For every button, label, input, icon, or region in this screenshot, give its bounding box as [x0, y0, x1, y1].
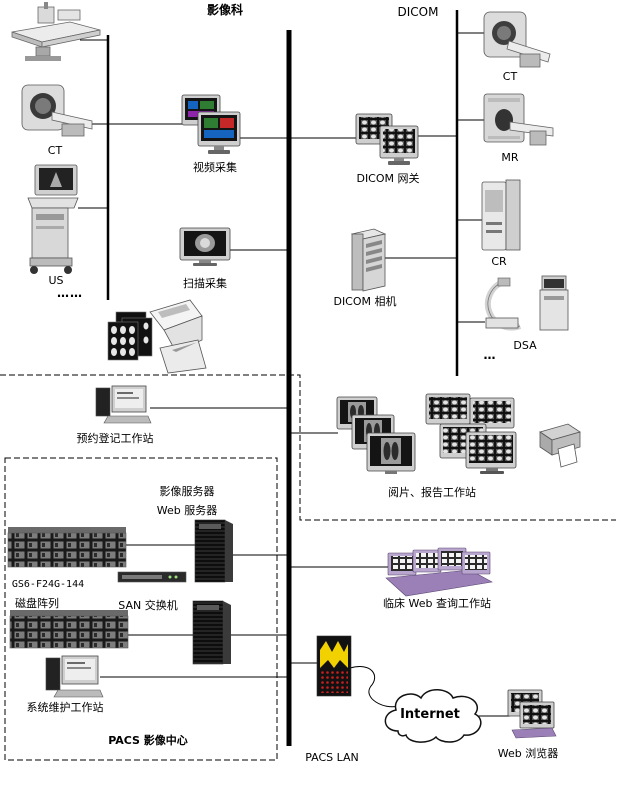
disk-array-icon [7, 527, 127, 568]
web-browser-monitors-icon [507, 689, 557, 739]
dicom-camera-icon [350, 228, 387, 292]
dicom-gateway-monitors-icon [355, 113, 419, 165]
report-monitors-icon [425, 393, 517, 474]
dicom-camera-label: DICOM 相机 [333, 294, 396, 308]
clinical-web-workstations-icon [385, 547, 493, 597]
ct-left-label: CT [48, 144, 63, 157]
maintenance-workstation-icon [45, 655, 104, 698]
film-scanner-icon [149, 299, 207, 374]
disk-model-label: GS6-F24G-144 [12, 579, 84, 590]
registration-workstation-icon [95, 385, 152, 424]
pacs-lan-label: PACS LAN [305, 751, 359, 764]
scan-capture-label: 扫描采集 [183, 276, 227, 290]
san-switch-label: SAN 交换机 [118, 598, 177, 612]
ultrasound-icon [27, 164, 79, 274]
web-server-label: Web 服务器 [157, 504, 217, 517]
pacs-center-boundary [4, 457, 278, 761]
registration-label: 预约登记工作站 [77, 431, 154, 445]
zone-boundaries [0, 374, 616, 761]
scan-capture-monitor-icon [179, 227, 231, 266]
disk-array-icon [9, 610, 129, 649]
server-tower-icon [192, 600, 231, 665]
ct-scanner-icon [483, 11, 551, 68]
dsa-icon [484, 275, 569, 331]
dicom-gateway-label: DICOM 网关 [356, 171, 419, 185]
xray-table-icon [11, 2, 101, 61]
mr-label: MR [501, 151, 518, 164]
video-capture-monitors-icon [181, 94, 241, 154]
mr-scanner-icon [483, 93, 554, 146]
printer-icon [539, 423, 581, 468]
pacs-center-label: PACS 影像中心 [108, 733, 188, 747]
firewall-icon [316, 635, 352, 697]
ct-scanner-icon [21, 84, 93, 137]
us-more-ellipsis: …… [57, 286, 83, 300]
reading-monitors-icon [336, 396, 416, 474]
link-firewall-internet [349, 666, 399, 708]
clinical-web-label: 临床 Web 查询工作站 [383, 596, 491, 610]
ct-right-label: CT [503, 70, 518, 83]
cr-label: CR [491, 255, 507, 268]
dsa-label: DSA [513, 339, 537, 352]
video-capture-label: 视频采集 [193, 160, 237, 174]
reading-label: 阅片、报告工作站 [388, 485, 476, 499]
cr-reader-icon [481, 179, 521, 251]
disk-array-label: 磁盘阵列 [15, 596, 59, 610]
dicom-title: DICOM [398, 5, 439, 19]
cloud-icon [384, 689, 482, 743]
server-tower-icon [194, 519, 233, 583]
dsa-more-ellipsis: … [484, 348, 497, 362]
maintenance-label: 系统维护工作站 [27, 700, 104, 714]
web-browser-label: Web 浏览器 [498, 746, 558, 760]
xray-films-icon [107, 311, 153, 361]
san-switch-icon [117, 571, 187, 583]
internet-label: Internet [400, 707, 460, 722]
department-boundary [0, 374, 616, 521]
department-title: 影像科 [207, 2, 243, 17]
image-server-label: 影像服务器 [160, 485, 215, 498]
network-links [78, 10, 510, 746]
us-label: US [48, 274, 63, 287]
